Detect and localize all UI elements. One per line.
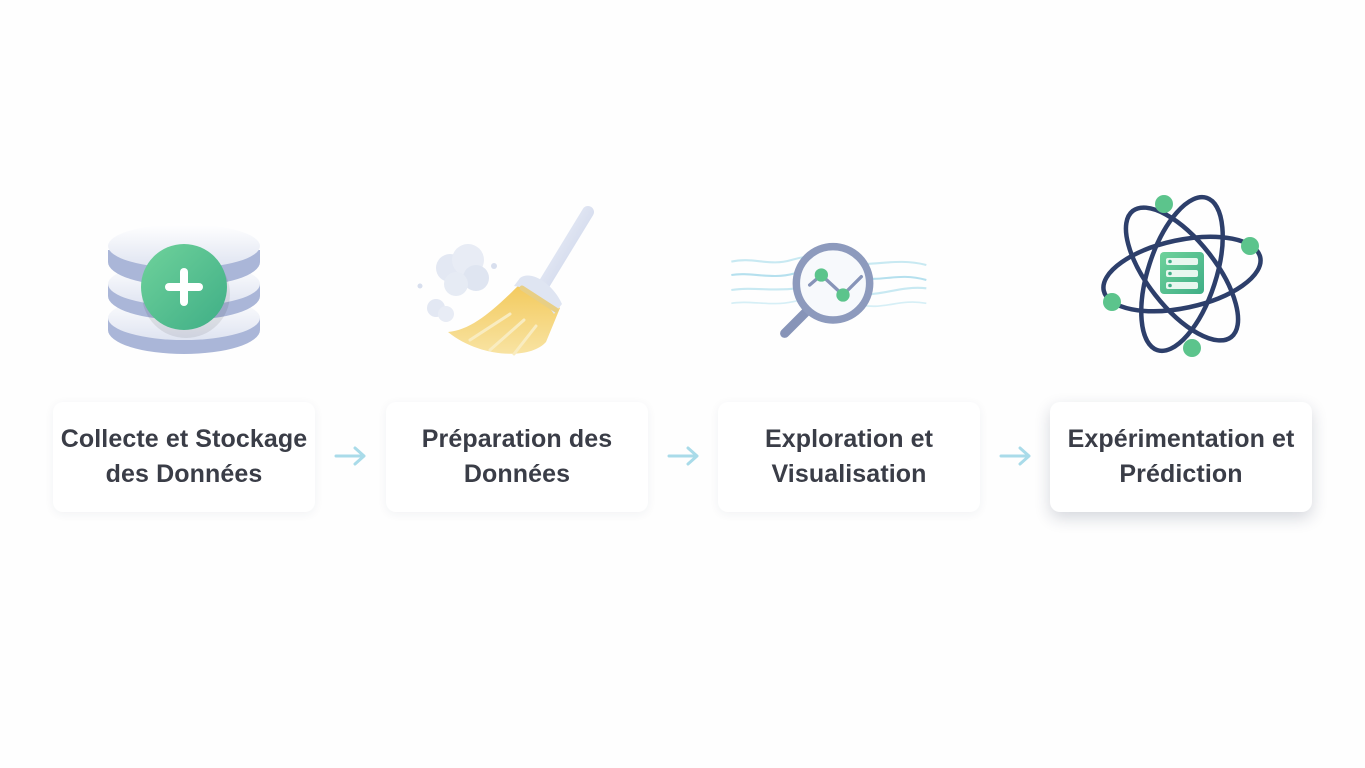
step-label-line2: Données bbox=[463, 460, 571, 488]
step-label-line1: Exploration et bbox=[764, 425, 934, 453]
step-label-line1: Collecte et Stockage bbox=[60, 425, 308, 453]
step-collecte-stockage: Collecte et Stockage des Données bbox=[53, 402, 315, 512]
step-label: Collecte et Stockage des Données bbox=[61, 422, 308, 492]
step-label-line2: Prédiction bbox=[1119, 460, 1243, 488]
database-add-icon bbox=[84, 190, 284, 370]
atom-icon bbox=[1082, 190, 1282, 370]
step-exploration: Exploration et Visualisation bbox=[718, 402, 980, 512]
step-experimentation: Expérimentation et Prédiction bbox=[1050, 402, 1312, 512]
arrow-right-icon bbox=[999, 444, 1033, 468]
step-label: Expérimentation et Prédiction bbox=[1068, 422, 1295, 492]
arrow-right-icon bbox=[334, 444, 368, 468]
step-label-line2: des Données bbox=[105, 460, 263, 488]
step-label-line2: Visualisation bbox=[771, 460, 927, 488]
arrow-right-icon bbox=[667, 444, 701, 468]
broom-icon bbox=[410, 190, 610, 370]
step-label: Exploration et Visualisation bbox=[765, 422, 933, 492]
magnifier-chart-icon bbox=[728, 190, 928, 370]
step-preparation: Préparation des Données bbox=[386, 402, 648, 512]
step-label: Préparation des Données bbox=[422, 422, 612, 492]
step-label-line1: Expérimentation et bbox=[1067, 425, 1295, 453]
step-label-line1: Préparation des bbox=[421, 425, 613, 453]
